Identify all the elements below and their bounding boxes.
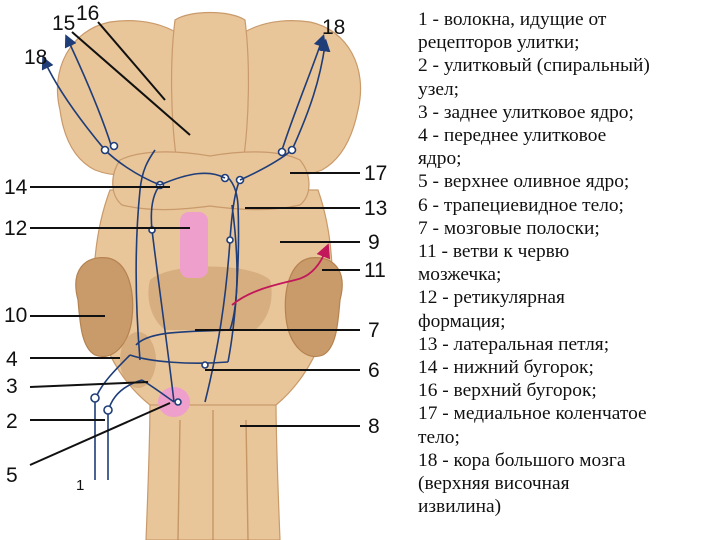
legend-line: 16 - верхний бугорок; [418,380,597,402]
legend-line: 5 - верхнее оливное ядро; [418,171,630,193]
left-medial-geniculate-node2 [109,141,119,151]
label-17: 17 [364,162,387,185]
label-10: 10 [4,304,27,327]
legend-line: 17 - медиальное коленчатое [418,403,647,425]
legend-line: ядро; [418,148,462,170]
leader-15 [71,31,191,136]
legend-line: 6 - трапециевидное тело; [418,194,624,216]
legend-line: узел; [418,78,460,100]
legend-line: извилина) [418,496,502,518]
number-labels: 15 16 18 18 14 12 10 4 3 2 5 1 17 13 9 1… [4,2,387,494]
lateral-lemniscus-left [150,184,175,403]
label-7: 7 [368,319,380,342]
legend-line: мозжечка; [418,264,502,286]
leader-3 [29,381,149,388]
right-groove [245,419,249,540]
olive-node [174,398,182,406]
right-medial-geniculate-node2 [277,147,287,157]
lemniscus-node-b [226,236,234,244]
brainstem-anatomy [56,11,362,540]
lateral-lemniscus-left-2 [135,149,156,361]
reticular-formation [180,212,208,278]
legend-line: 14 - нижний бугорок; [418,357,594,379]
trapezoid-fibre [129,354,229,364]
label-18-right: 18 [322,16,345,39]
label-1: 1 [76,477,84,494]
left-groove [177,419,181,540]
left-cortex-path-a [41,56,106,151]
cerebellar-vermis-branch [231,243,331,306]
legend-line: тело; [418,426,460,448]
leader-5 [29,402,171,466]
midbrain-column [170,11,250,171]
label-15: 15 [52,12,75,35]
legend-line: 3 - заднее улитковое ядро; [418,101,634,123]
legend-line: 4 - переднее улитковое [418,125,607,147]
left-cerebellar-peduncle [75,257,134,358]
right-cerebellar-peduncle [284,257,343,358]
label-9: 9 [368,231,380,254]
colliculi-region [112,151,310,211]
lateral-lemniscus-right [224,174,240,363]
label-8: 8 [368,415,380,438]
trapezoid-node [201,361,209,369]
legend-line: 1 - волокна, идущие от [418,9,607,30]
label-6: 6 [368,359,380,382]
label-11: 11 [364,259,386,282]
legend-line: рецепторов улитки; [418,32,580,54]
left-cortex-path-b [64,34,113,149]
legend-line: 2 - улитковый (спиральный) [418,55,650,77]
right-cortex-path-b [281,33,326,151]
label-16: 16 [76,2,99,25]
spiral-ganglion-cell-b [103,405,113,415]
label-13: 13 [364,197,387,220]
brainstem-auditory-pathway-diagram: 15 16 18 18 14 12 10 4 3 2 5 1 17 13 9 1… [4,2,387,540]
legend-line: 12 - ретикулярная [418,287,565,309]
legend-line: формация; [418,310,506,332]
label-12: 12 [4,217,27,240]
label-3: 3 [6,375,18,398]
right-medial-geniculate-node [287,145,297,155]
spiral-ganglion-cell-a [90,393,100,403]
label-5: 5 [6,464,18,487]
cochlear-fibre-b [107,379,143,480]
legend-line: 18 - кора большого мозга [418,449,626,471]
legend-line: 13 - латеральная петля; [418,333,610,355]
label-2: 2 [6,410,18,433]
cochlear-nuclei-bulge [120,332,156,388]
legend-line: (верхняя височная [418,473,570,495]
label-18-left: 18 [24,46,47,69]
leader-16 [97,21,166,101]
ventricle-floor [148,266,272,330]
commissural-link [159,172,226,186]
label-4: 4 [6,348,18,371]
right-ascending [204,179,241,403]
leader-lines [29,21,360,466]
label-14: 14 [4,176,28,199]
legend-line: 7 - мозговые полоски; [418,217,600,239]
legend-line: 11 - ветви к червю [418,241,570,263]
left-medial-geniculate-node [100,145,110,155]
right-cortex-path-a [291,38,331,151]
